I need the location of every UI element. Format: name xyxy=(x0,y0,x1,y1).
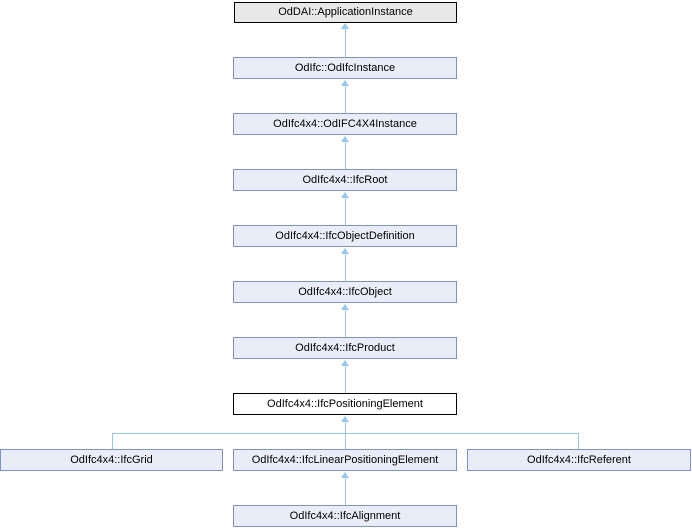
class-node-ifcreferent[interactable]: OdIfc4x4::IfcReferent xyxy=(467,449,691,471)
arrow-up-icon xyxy=(341,248,349,254)
inheritance-edge xyxy=(345,366,346,393)
inheritance-edge xyxy=(345,433,346,449)
inheritance-edge xyxy=(345,198,346,225)
class-node-ifcroot[interactable]: OdIfc4x4::IfcRoot xyxy=(233,169,457,191)
inheritance-edge xyxy=(345,422,346,433)
class-node-odifc-instance[interactable]: OdIfc::OdIfcInstance xyxy=(233,57,457,79)
class-node-ifcproduct[interactable]: OdIfc4x4::IfcProduct xyxy=(233,337,457,359)
arrow-up-icon xyxy=(341,304,349,310)
arrow-up-icon xyxy=(341,23,349,29)
class-node-ifcobjectdefinition[interactable]: OdIfc4x4::IfcObjectDefinition xyxy=(233,225,457,247)
inheritance-edge xyxy=(345,478,346,505)
arrow-up-icon xyxy=(341,416,349,422)
inheritance-edge xyxy=(345,142,346,169)
inheritance-edge xyxy=(578,433,579,449)
class-node-ifcgrid[interactable]: OdIfc4x4::IfcGrid xyxy=(0,449,223,471)
class-node-ifclinearpositioningelement[interactable]: OdIfc4x4::IfcLinearPositioningElement xyxy=(233,449,457,471)
class-node-ifcalignment[interactable]: OdIfc4x4::IfcAlignment xyxy=(233,505,457,527)
arrow-up-icon xyxy=(341,192,349,198)
inheritance-edge xyxy=(112,433,113,449)
inheritance-edge xyxy=(345,86,346,113)
inheritance-edge xyxy=(345,254,346,281)
arrow-up-icon xyxy=(341,80,349,86)
arrow-up-icon xyxy=(341,360,349,366)
class-node-ifcobject[interactable]: OdIfc4x4::IfcObject xyxy=(233,281,457,303)
arrow-up-icon xyxy=(341,472,349,478)
inheritance-edge xyxy=(345,310,346,337)
class-node-ifcpositioningelement: OdIfc4x4::IfcPositioningElement xyxy=(233,393,457,415)
inheritance-edge xyxy=(345,29,346,57)
class-node-odifc4x4-instance[interactable]: OdIfc4x4::OdIFC4X4Instance xyxy=(233,113,457,135)
arrow-up-icon xyxy=(341,136,349,142)
class-node-application-instance: OdDAI::ApplicationInstance xyxy=(234,2,457,23)
